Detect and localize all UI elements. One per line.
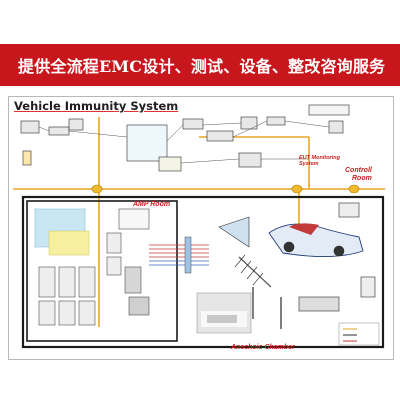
- amp-cabinet-3: [78, 266, 96, 298]
- equipment-rack-1: [48, 126, 70, 136]
- connector-pucks: [91, 184, 360, 194]
- equipment-monitor-4: [328, 120, 344, 134]
- equipment-beacon: [22, 150, 32, 166]
- orange-bus: [13, 117, 385, 327]
- vehicle-wheel-rear: [333, 245, 345, 257]
- wall-cables: [149, 244, 209, 258]
- amp-cabinet-1: [38, 266, 56, 298]
- anechoic-chamber-border: [21, 195, 385, 349]
- banner-text: 提供全流程EMC设计、测试、设备、整改咨询服务: [18, 57, 386, 76]
- amp-unit-1: [124, 266, 142, 294]
- vehicle-under-test: [268, 223, 364, 257]
- equipment-monitor-3: [240, 116, 258, 130]
- chamber-monitor-1: [338, 202, 360, 218]
- diagram-title: Vehicle Immunity System: [14, 99, 179, 113]
- diagram-canvas: [13, 104, 385, 349]
- chamber-rack-right: [360, 276, 376, 298]
- horn-antenna: [218, 216, 250, 248]
- amp-room-border: [26, 200, 178, 342]
- amp-cabinet-2: [58, 266, 76, 298]
- equipment-monitor-2: [68, 118, 84, 131]
- control-room-equipment: [20, 104, 350, 172]
- equipment-label-box: [308, 104, 350, 116]
- equipment-unit-2: [206, 130, 234, 142]
- anechoic-chamber-label: Anechoic Chamber: [231, 344, 295, 351]
- amp-rack-1: [106, 232, 122, 254]
- connector-right: [348, 184, 360, 194]
- connector-left: [91, 184, 103, 194]
- vehicle-wheel-front: [283, 241, 295, 253]
- equipment-unit-4: [158, 156, 182, 172]
- vehicle-immunity-diagram: Vehicle Immunity System: [8, 96, 394, 360]
- header-banner: 提供全流程EMC设计、测试、设备、整改咨询服务: [0, 44, 400, 86]
- amp-equipment: [38, 208, 150, 326]
- control-wires: [38, 120, 330, 164]
- amp-room-label: AMP Room: [133, 201, 171, 208]
- chamber-dyno: [298, 296, 340, 312]
- amp-unit-2: [128, 296, 150, 316]
- amp-cabinet-4: [38, 300, 56, 326]
- connector-mid-right: [291, 184, 303, 194]
- amp-cabinet-6: [78, 300, 96, 326]
- equipment-monitor-1: [20, 120, 40, 134]
- equipment-unit-3: [238, 152, 262, 168]
- equipment-cabinet-blue: [126, 124, 168, 162]
- eut-monitoring-label: EUT Monitoring System: [299, 155, 340, 167]
- chamber-equipment: [196, 202, 376, 334]
- equipment-unit-1: [182, 118, 204, 130]
- control-room-label: Controll Room: [345, 167, 372, 182]
- amp-rack-2: [106, 256, 122, 276]
- feedthrough-panel: [184, 236, 192, 274]
- legend-box: [338, 322, 380, 346]
- amp-highlight-yellow: [48, 230, 90, 256]
- amp-cabinet-5: [58, 300, 76, 326]
- amp-label-box: [118, 208, 150, 230]
- equipment-rack-2: [266, 116, 286, 126]
- page-footer-space: [0, 370, 400, 400]
